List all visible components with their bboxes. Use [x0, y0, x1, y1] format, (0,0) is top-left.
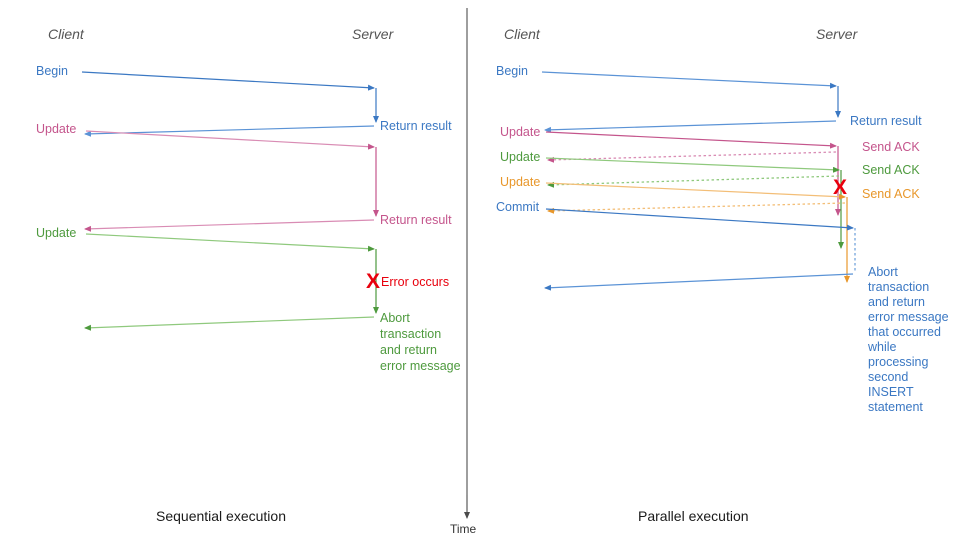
arrow-begin-response [544, 120, 837, 133]
arrow-abort-response [84, 316, 375, 331]
label-begin-sequential: Begin [36, 64, 68, 78]
note-line: and return [868, 295, 925, 309]
time-axis-label: Time [450, 522, 477, 536]
error-x-icon: X [366, 270, 380, 293]
arrow-begin-request [81, 71, 375, 91]
label-update-2-sequential: Update [36, 226, 76, 240]
arrow-update3-request [545, 182, 846, 200]
label-error-occurs: Error occurs [381, 275, 449, 289]
note-line: Abort [868, 265, 898, 279]
arrow-begin-response [84, 125, 375, 137]
message-update-3-parallel: Update Send ACK [500, 175, 920, 283]
error-x-icon: X [833, 176, 847, 199]
label-update-1-sequential: Update [36, 122, 76, 136]
caption-sequential: Sequential execution [156, 508, 286, 524]
note-abort-sequential: Abort transaction and return error messa… [380, 311, 492, 373]
note-line: transaction [868, 280, 929, 294]
actor-client-parallel: Client [504, 26, 541, 42]
note-line: Abort [380, 311, 410, 325]
arrow-update1-request [545, 131, 837, 149]
message-update-2-parallel: Update Send ACK [500, 150, 920, 249]
arrow-update1-request [85, 130, 375, 150]
note-line: second [868, 370, 908, 384]
label-update-1-parallel: Update [500, 125, 540, 139]
arrow-abort-response-parallel [544, 273, 854, 291]
panel-parallel: Client Server Begin Return result Update… [496, 26, 960, 524]
actor-server-sequential: Server [352, 26, 395, 42]
label-commit-parallel: Commit [496, 200, 540, 214]
note-line: INSERT [868, 385, 914, 399]
note-line: error message [380, 359, 461, 373]
arrow-ack3-dotted [547, 202, 846, 214]
arrow-begin-request [541, 71, 837, 89]
actor-client-sequential: Client [48, 26, 85, 42]
arrow-update2-request [85, 233, 375, 252]
message-begin-sequential: Begin Return result [36, 64, 452, 137]
message-update-1-sequential: Update Return result [36, 122, 452, 232]
note-line: error message [868, 310, 949, 324]
note-line: statement [868, 400, 923, 414]
arrow-update2-request [545, 157, 840, 173]
label-send-ack-2: Send ACK [862, 163, 920, 177]
error-marker-sequential: X Error occurs [366, 270, 449, 293]
label-send-ack-1: Send ACK [862, 140, 920, 154]
caption-parallel: Parallel execution [638, 508, 749, 524]
panel-sequential: Client Server Begin Return result Update… [36, 26, 492, 524]
arrow-update1-response [84, 219, 375, 232]
time-axis: Time [450, 495, 477, 536]
note-line: while [867, 340, 897, 354]
note-line: that occurred [868, 325, 941, 339]
actor-server-parallel: Server [816, 26, 859, 42]
label-return-result-2-sequential: Return result [380, 213, 452, 227]
note-abort-parallel: Abort transaction and return error messa… [867, 265, 960, 414]
label-begin-parallel: Begin [496, 64, 528, 78]
label-update-3-parallel: Update [500, 175, 540, 189]
label-update-2-parallel: Update [500, 150, 540, 164]
error-marker-parallel: X [833, 176, 847, 199]
label-return-result-parallel: Return result [850, 114, 922, 128]
arrow-commit-request [545, 208, 854, 231]
label-return-result-1-sequential: Return result [380, 119, 452, 133]
message-commit-parallel: Commit Abort transaction and return erro… [496, 200, 960, 414]
note-line: transaction [380, 327, 441, 341]
arrow-ack1-dotted [547, 151, 837, 163]
message-update-1-parallel: Update Send ACK [500, 125, 920, 216]
label-send-ack-3: Send ACK [862, 187, 920, 201]
message-begin-parallel: Begin Return result [496, 64, 922, 133]
message-update-2-sequential: Update Abort transaction and return erro… [36, 226, 492, 373]
arrow-ack2-dotted [547, 175, 840, 188]
note-line: processing [868, 355, 928, 369]
note-line: and return [380, 343, 437, 357]
